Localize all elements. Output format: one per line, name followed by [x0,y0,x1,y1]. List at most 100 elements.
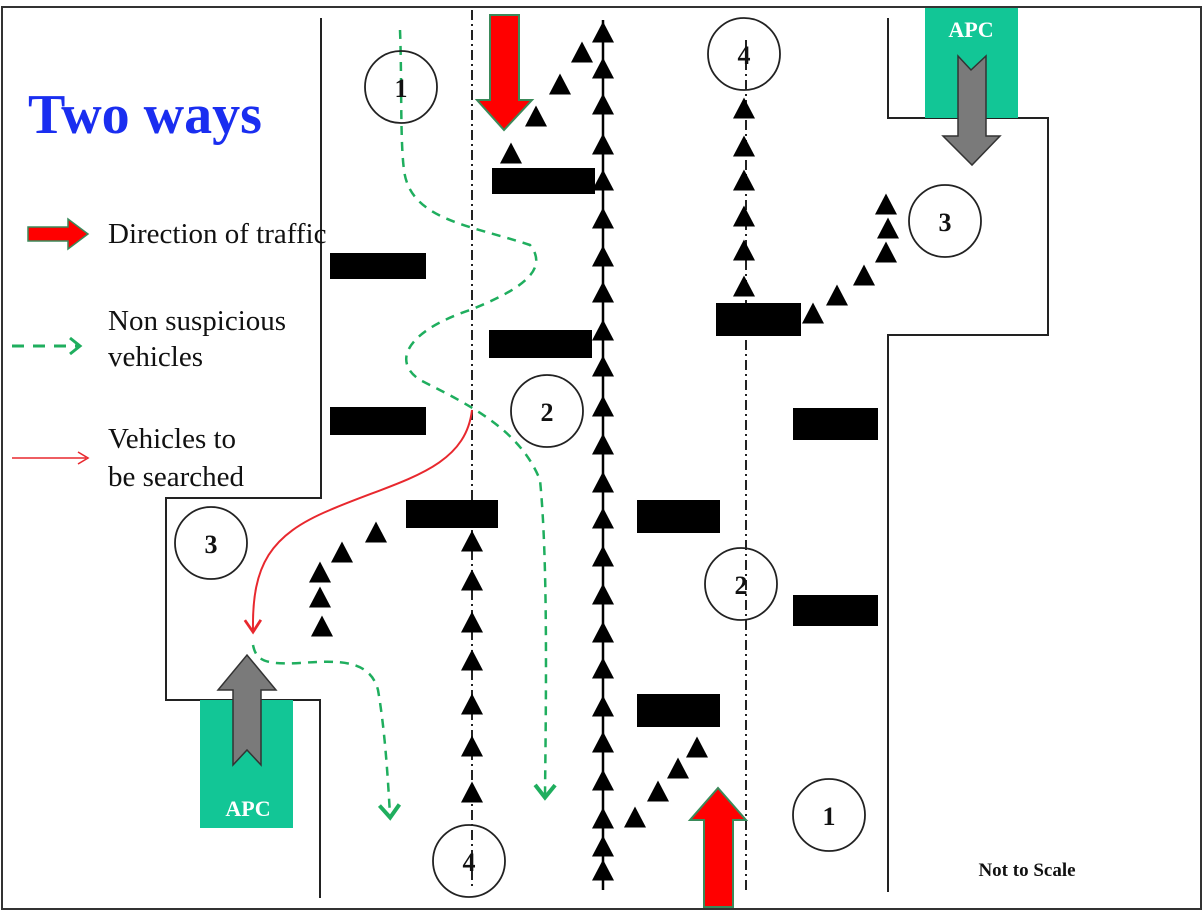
vehicle-triangle [592,169,614,191]
legend-item-direction: Direction of traffic [27,217,326,251]
vehicle-triangle [592,583,614,605]
apc-bottom-left: APC [200,653,293,828]
position-marker-1-bottom: 1 [792,778,866,852]
vehicle-triangle [875,241,897,263]
legend-label-searched-2: be searched [108,461,245,493]
vehicle-triangle [592,835,614,857]
legend-item-searched: Vehicles to be searched [12,423,245,493]
vehicle-triangle [592,395,614,417]
vehicle-triangle [592,807,614,829]
vehicle-triangle [309,586,331,608]
vehicle-triangle [875,193,897,215]
vehicle-triangle [461,735,483,757]
vehicle-triangle [331,541,353,563]
vehicle-triangle [571,41,593,63]
vehicle-triangle [549,73,571,95]
position-marker-3-left: 3 [174,506,248,580]
vehicle-triangle [592,507,614,529]
apc-direction-arrow-down [941,54,1002,167]
vehicle-triangle [647,780,669,802]
vehicle-triangle [667,757,689,779]
legend: Direction of traffic Non suspicious vehi… [12,217,326,493]
vehicle-triangle [592,133,614,155]
vehicle-triangle [461,693,483,715]
svg-text:2: 2 [541,398,554,427]
vehicle-triangle [592,281,614,303]
vehicle-triangle [733,135,755,157]
barrier [793,408,878,440]
barrier [716,303,801,336]
vehicle-triangle [802,302,824,324]
legend-label-non-suspicious-1: Non suspicious [108,305,286,337]
vehicle-queues [309,41,899,828]
traffic-direction-arrow-up [687,786,749,908]
position-marker-2-right: 2 [704,547,778,621]
traffic-direction-arrow-down [474,14,535,132]
barrier [492,168,595,194]
apc-label: APC [225,796,270,821]
vehicle-triangle [592,545,614,567]
vehicle-triangle [592,245,614,267]
vehicle-triangle [592,621,614,643]
vehicle-triangle [733,275,755,297]
svg-text:1: 1 [395,74,408,103]
barrier [406,500,498,528]
vehicle-triangle [733,97,755,119]
vehicle-triangle [592,433,614,455]
vehicle-triangle [592,355,614,377]
position-marker-3-right: 3 [908,184,982,258]
frame [1,6,1202,910]
vehicle-triangle [500,142,522,164]
vehicle-triangle [592,57,614,79]
vehicle-triangle [461,649,483,671]
svg-text:2: 2 [735,571,748,600]
vehicle-triangle [853,264,875,286]
position-marker-4-bottom: 4 [432,824,506,898]
vehicle-triangle [311,615,333,637]
vehicle-triangle [309,561,331,583]
vehicle-triangle [461,781,483,803]
vehicle-triangle [592,657,614,679]
median-vehicle-queue [592,21,614,881]
vehicle-triangle [592,769,614,791]
vehicle-triangle [877,217,899,239]
vehicle-triangle [592,21,614,43]
svg-text:3: 3 [205,530,218,559]
searched-vehicle-path [243,409,473,635]
vehicle-triangle [525,105,547,127]
vehicle-triangle [826,284,848,306]
vehicle-triangle [461,530,483,552]
vehicle-triangle [592,471,614,493]
scale-note: Not to Scale [978,860,1075,881]
vehicle-triangle [592,731,614,753]
barrier [330,253,426,279]
barrier [489,330,592,358]
legend-label-non-suspicious-2: vehicles [108,341,203,373]
vehicle-triangle [461,611,483,633]
svg-text:1: 1 [823,802,836,831]
vehicle-triangle [461,569,483,591]
vehicle-triangle [733,169,755,191]
vehicle-triangle [686,736,708,758]
vehicle-triangle [592,695,614,717]
vehicle-triangle [592,319,614,341]
vehicle-triangle [592,93,614,115]
svg-text:4: 4 [738,41,751,70]
vehicle-triangle [733,239,755,261]
non-suspicious-path-main [398,29,557,801]
legend-label-direction: Direction of traffic [108,218,326,250]
barrier [330,407,426,435]
barrier [637,694,720,727]
position-marker-1-top: 1 [364,50,438,124]
svg-text:3: 3 [939,208,952,237]
apc-direction-arrow-up [216,653,278,767]
apc-top-right: APC [925,8,1018,167]
vehicle-triangle [624,806,646,828]
vehicle-triangle [365,521,387,543]
vehicle-triangle [733,205,755,227]
road-boundaries [165,18,1049,898]
legend-label-searched-1: Vehicles to [108,423,236,455]
page-title: Two ways [28,84,262,146]
vehicle-triangle [592,207,614,229]
